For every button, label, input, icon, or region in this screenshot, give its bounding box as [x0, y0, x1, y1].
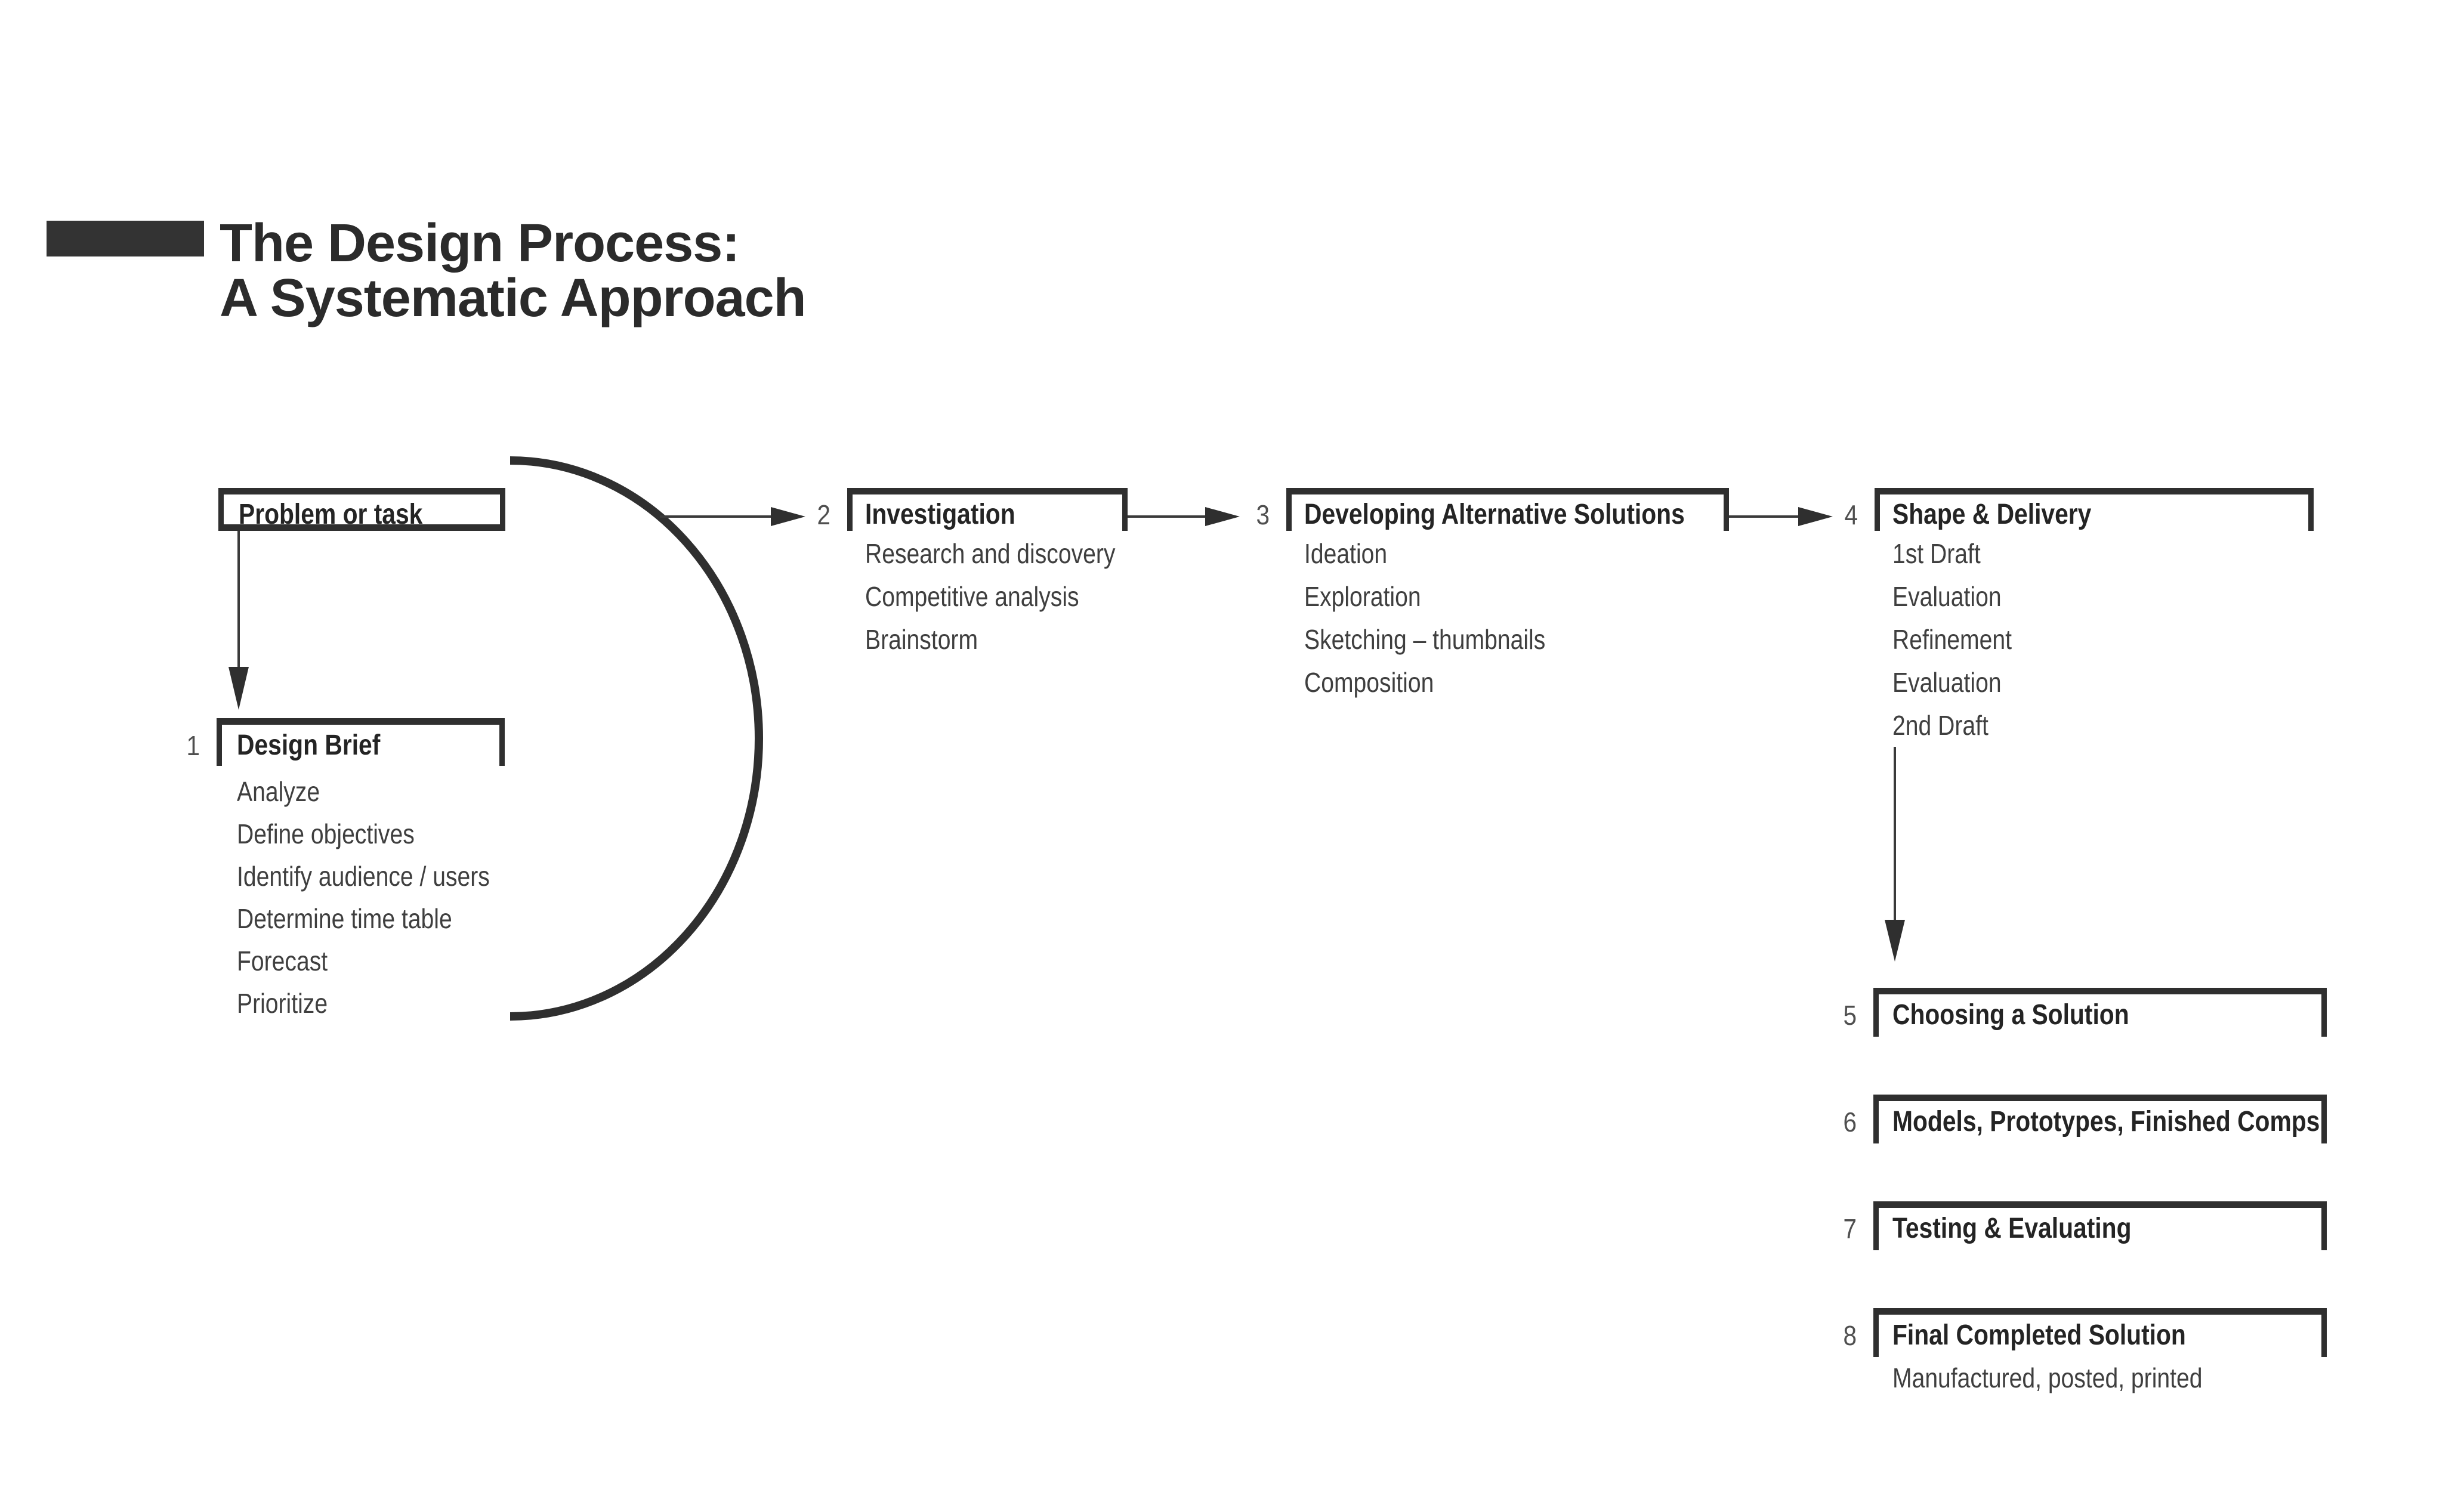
- step-number-7: 7: [1843, 1213, 1857, 1244]
- arrowhead-down-icon: [229, 667, 249, 710]
- list-item: Evaluation: [1892, 667, 2002, 698]
- box-shape-and-delivery: [1875, 488, 2314, 531]
- page-title-line1: The Design Process:: [220, 214, 740, 273]
- list-item: Exploration: [1304, 581, 1421, 612]
- step-number-3: 3: [1256, 499, 1270, 530]
- list-item: Research and discovery: [865, 538, 1116, 569]
- final-title: Final Completed Solution: [1892, 1319, 2186, 1351]
- problem-or-task-label: Problem or task: [239, 499, 423, 530]
- page-title: The Design Process: A Systematic Approac…: [220, 214, 807, 328]
- design-brief-items: Analyze Define objectives Identify audie…: [237, 771, 490, 1025]
- design-brief-title: Design Brief: [237, 730, 381, 761]
- list-item: Composition: [1304, 667, 1434, 698]
- investigation-items: Research and discovery Competitive analy…: [865, 532, 1115, 661]
- page-title-line2: A Systematic Approach: [220, 268, 807, 328]
- developing-items: Ideation Exploration Sketching – thumbna…: [1304, 532, 1545, 704]
- list-item: Refinement: [1892, 624, 2012, 655]
- list-item: Brainstorm: [865, 624, 978, 655]
- list-item: Analyze: [237, 776, 320, 807]
- arrow-problem-to-design-brief: [229, 531, 249, 710]
- box-investigation: [847, 488, 1128, 531]
- list-item: Sketching – thumbnails: [1304, 624, 1546, 655]
- box-final-completed-solution: [1873, 1308, 2327, 1357]
- box-problem-or-task: [218, 488, 505, 531]
- title-accent-bar: [47, 221, 204, 256]
- arrow-arc-to-investigation: [660, 507, 805, 526]
- list-item: Ideation: [1304, 538, 1388, 569]
- box-design-brief: [217, 718, 505, 766]
- arrow-investigation-to-developing: [1128, 507, 1240, 526]
- shape-delivery-title: Shape & Delivery: [1892, 499, 2092, 530]
- list-item: Competitive analysis: [865, 581, 1079, 612]
- step-number-6: 6: [1843, 1106, 1857, 1138]
- box-developing-alternative-solutions: [1286, 488, 1729, 531]
- list-item: Determine time table: [237, 903, 452, 934]
- arrow-developing-to-shape: [1729, 507, 1833, 526]
- choosing-title: Choosing a Solution: [1892, 999, 2129, 1031]
- shape-delivery-items: 1st Draft Evaluation Refinement Evaluati…: [1892, 532, 2012, 747]
- list-item: Define objectives: [237, 818, 415, 849]
- box-models-prototypes: [1873, 1095, 2327, 1143]
- step-number-1: 1: [186, 730, 200, 761]
- iteration-arc: [510, 456, 763, 1021]
- arrow-shape-to-choosing: [1885, 747, 1905, 962]
- step-number-8: 8: [1843, 1320, 1857, 1351]
- list-item: Manufactured, posted, printed: [1892, 1362, 2203, 1393]
- step-number-5: 5: [1843, 1000, 1857, 1031]
- investigation-title: Investigation: [865, 499, 1015, 530]
- list-item: Forecast: [237, 945, 328, 976]
- list-item: Prioritize: [237, 988, 328, 1019]
- arrowhead-right-icon: [1798, 507, 1833, 526]
- models-title: Models, Prototypes, Finished Comps: [1892, 1106, 2320, 1138]
- testing-title: Testing & Evaluating: [1892, 1213, 2132, 1244]
- box-choosing-a-solution: [1873, 988, 2327, 1037]
- final-items: Manufactured, posted, printed: [1892, 1356, 2202, 1399]
- step-number-4: 4: [1844, 499, 1858, 530]
- list-item: Identify audience / users: [237, 861, 490, 892]
- list-item: Evaluation: [1892, 581, 2002, 612]
- list-item: 1st Draft: [1892, 538, 1981, 569]
- arrowhead-right-icon: [1205, 507, 1240, 526]
- box-testing-evaluating: [1873, 1201, 2327, 1250]
- arrowhead-down-icon: [1885, 920, 1905, 962]
- arrowhead-right-icon: [771, 507, 805, 526]
- list-item: 2nd Draft: [1892, 710, 1989, 741]
- step-number-2: 2: [817, 499, 830, 530]
- developing-title: Developing Alternative Solutions: [1304, 499, 1685, 530]
